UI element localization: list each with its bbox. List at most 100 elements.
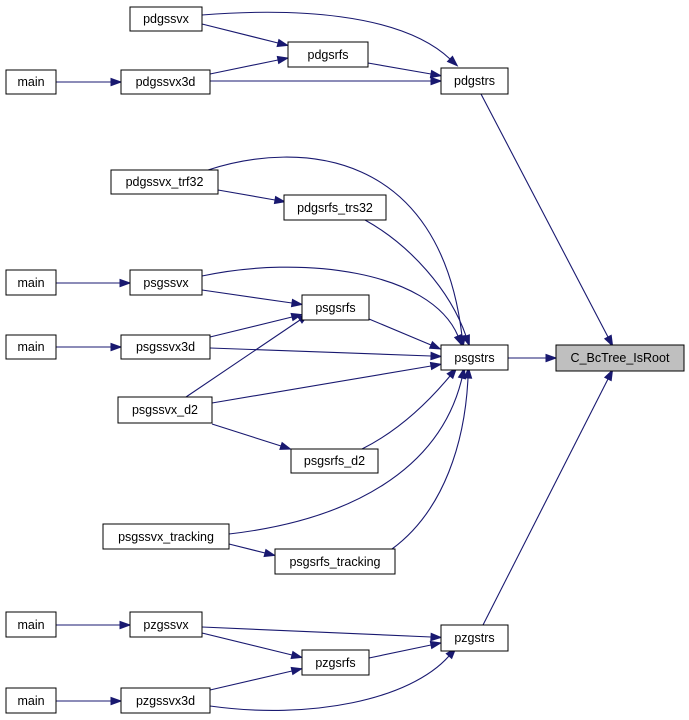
edge-pdgsrfs_trs32-to-psgstrs xyxy=(364,219,470,347)
edge-main5-to-pzgssvx3d xyxy=(56,696,123,706)
arrowhead-icon xyxy=(430,76,443,86)
arrowhead-icon xyxy=(263,548,277,558)
edge-pdgssvx-to-pdgstrs xyxy=(201,11,459,67)
node-label: pzgstrs xyxy=(454,631,494,645)
arrowhead-icon xyxy=(110,77,123,87)
edge-psgssvx_tracking-to-psgstrs xyxy=(228,366,467,535)
node-main[interactable]: main xyxy=(5,269,57,296)
edge-pzgsrfs-to-pzgstrs xyxy=(368,640,443,659)
node-label: pdgstrs xyxy=(454,74,495,88)
node-pdgssvx-trf32[interactable]: pdgssvx_trf32 xyxy=(110,169,219,195)
node-label: psgssvx_d2 xyxy=(132,403,198,417)
node-psgssvx3d[interactable]: psgssvx3d xyxy=(120,334,211,360)
edge-line xyxy=(201,632,293,656)
node-main[interactable]: main xyxy=(5,69,57,95)
node-label: main xyxy=(17,340,44,354)
arrowhead-icon xyxy=(430,632,443,642)
edges-layer xyxy=(56,11,614,711)
edge-line xyxy=(201,626,432,638)
node-label: pdgssvx3d xyxy=(136,75,196,89)
node-psgsrfs-tracking[interactable]: psgsrfs_tracking xyxy=(274,548,396,575)
edge-line xyxy=(361,375,451,450)
arrowhead-icon xyxy=(457,366,467,380)
edge-main4-to-pzgssvx xyxy=(56,620,132,630)
edge-line xyxy=(201,266,459,337)
edge-psgssvx_tracking-to-psgsrfs_tracking xyxy=(228,543,277,558)
node-label: pzgsrfs xyxy=(315,656,355,670)
node-label: psgssvx3d xyxy=(136,340,195,354)
node-main[interactable]: main xyxy=(5,334,57,360)
edge-line xyxy=(391,377,469,550)
edge-pdgstrs-to-root xyxy=(480,93,614,348)
edge-pdgssvx-to-pdgsrfs xyxy=(201,23,290,48)
arrowhead-icon xyxy=(429,361,443,371)
node-pzgstrs[interactable]: pzgstrs xyxy=(440,624,509,652)
edge-line xyxy=(368,318,432,346)
node-label: main xyxy=(17,276,44,290)
node-pzgssvx3d[interactable]: pzgssvx3d xyxy=(120,687,211,714)
node-pdgstrs[interactable]: pdgstrs xyxy=(440,67,509,95)
edge-line xyxy=(209,670,293,691)
edge-pdgssvx3d-to-pdgsrfs xyxy=(209,55,290,75)
arrowhead-icon xyxy=(290,298,304,308)
arrowhead-icon xyxy=(545,353,558,363)
edge-line xyxy=(209,316,293,338)
edge-psgssvx_d2-to-psgsrfs_d2 xyxy=(211,423,292,450)
arrowhead-icon xyxy=(290,666,304,676)
edge-pzgstrs-to-root xyxy=(482,368,614,626)
arrowhead-icon xyxy=(603,334,614,348)
edge-psgssvx-to-psgsrfs xyxy=(201,289,304,308)
node-psgsrfs-d2[interactable]: psgsrfs_d2 xyxy=(290,448,379,474)
nodes-layer: pdgssvx pdgsrfs main pdgssvx3d pdgstrs p… xyxy=(5,6,685,714)
node-psgssvx-d2[interactable]: psgssvx_d2 xyxy=(117,396,213,424)
node-label: pdgsrfs xyxy=(308,48,349,62)
node-psgssvx-tracking[interactable]: psgssvx_tracking xyxy=(102,523,230,550)
arrowhead-icon xyxy=(276,38,290,48)
arrowhead-icon xyxy=(430,351,443,361)
arrowhead-icon xyxy=(429,640,443,650)
edge-main2-to-psgssvx xyxy=(56,278,132,288)
edge-line xyxy=(367,62,432,75)
arrowhead-icon xyxy=(603,368,614,382)
node-pzgssvx[interactable]: pzgssvx xyxy=(129,611,203,638)
arrowhead-icon xyxy=(119,620,132,630)
arrowhead-icon xyxy=(279,441,292,450)
edge-psgssvx3d-to-psgstrs xyxy=(209,347,443,361)
edge-line xyxy=(228,543,266,554)
arrowhead-icon xyxy=(276,55,290,65)
node-label: pdgsrfs_trs32 xyxy=(297,201,373,215)
edge-line xyxy=(209,347,432,357)
node-label: C_BcTree_IsRoot xyxy=(571,351,670,365)
edge-line xyxy=(217,189,276,201)
edge-pdgsrfs-to-pdgstrs xyxy=(367,62,443,79)
edge-line xyxy=(482,378,609,626)
edge-line xyxy=(228,377,463,535)
edge-line xyxy=(201,23,279,44)
edge-pzgssvx-to-pzgsrfs xyxy=(201,632,304,660)
node-pdgssvx[interactable]: pdgssvx xyxy=(129,6,203,32)
node-psgssvx[interactable]: psgssvx xyxy=(129,269,203,296)
node-main[interactable]: main xyxy=(5,687,57,714)
arrowhead-icon xyxy=(461,334,470,347)
node-label: pdgssvx xyxy=(143,12,190,26)
edge-line xyxy=(201,11,451,60)
node-label: psgsrfs xyxy=(315,301,355,315)
edge-line xyxy=(364,219,467,337)
node-pzgsrfs[interactable]: pzgsrfs xyxy=(301,649,370,676)
node-label: psgsrfs_d2 xyxy=(304,454,365,468)
node-pdgsrfs-trs32[interactable]: pdgsrfs_trs32 xyxy=(283,194,387,221)
node-pdgssvx3d[interactable]: pdgssvx3d xyxy=(120,69,211,95)
node-psgstrs[interactable]: psgstrs xyxy=(440,344,509,371)
node-main[interactable]: main xyxy=(5,611,57,638)
edge-line xyxy=(480,93,609,338)
node-pdgsrfs[interactable]: pdgsrfs xyxy=(287,41,369,68)
arrowhead-icon xyxy=(446,367,458,380)
arrowhead-icon xyxy=(463,366,473,379)
edge-line xyxy=(207,156,463,337)
node-c-bctree-isroot[interactable]: C_BcTree_IsRoot xyxy=(555,344,685,372)
node-psgsrfs[interactable]: psgsrfs xyxy=(301,294,370,321)
edge-psgstrs-to-root xyxy=(508,353,558,363)
node-label: psgssvx_tracking xyxy=(118,530,214,544)
edge-psgsrfs_tracking-to-psgstrs xyxy=(391,366,473,550)
